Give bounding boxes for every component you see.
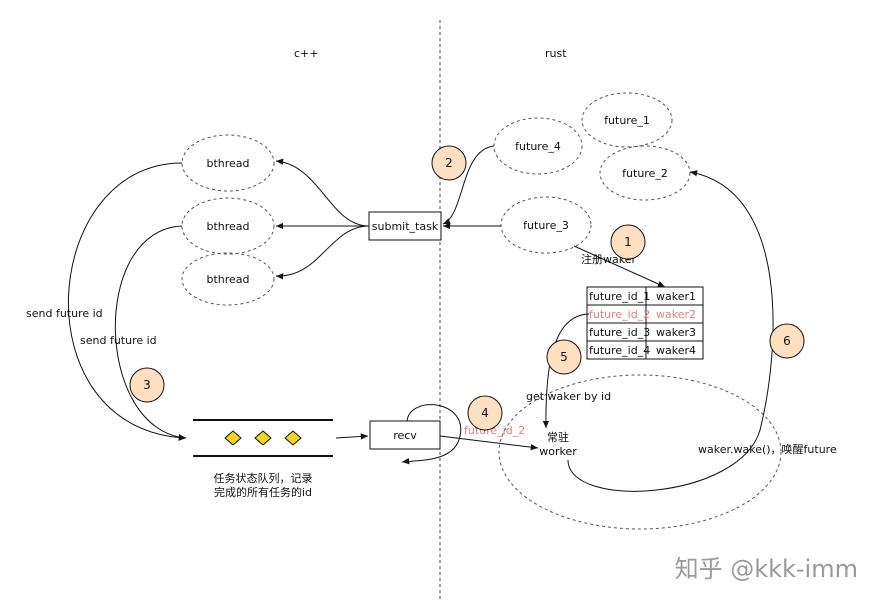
submit-task-box: submit_task [368, 211, 442, 241]
worker-label-line-1: 常驻 [547, 430, 569, 444]
bthread-label-2: bthread [206, 220, 249, 233]
bthread-node-3: bthread [181, 252, 275, 306]
table-cell-id-1: future_id_1 [589, 290, 650, 303]
table-cell-id-2: future_id_2 [589, 308, 650, 321]
recv-label: recv [393, 429, 417, 442]
bthread-label-1: bthread [206, 157, 249, 170]
future-4-node: future_4 [493, 117, 583, 175]
wake-label: waker.wake()，唤醒future [698, 442, 837, 456]
step-5-label: 5 [560, 350, 568, 364]
waker-table: future_id_1 waker1 future_id_2 waker2 fu… [586, 286, 704, 360]
future-3-label: future_3 [523, 219, 569, 232]
bthread-node-2: bthread [181, 197, 275, 255]
future-3-node: future_3 [500, 196, 592, 254]
recv-loop-arrow [401, 404, 462, 465]
table-cell-waker-1: waker1 [656, 290, 696, 303]
submit-task-label: submit_task [372, 220, 439, 233]
recv-box: recv [369, 420, 441, 450]
worker-label-line-2: worker [539, 445, 577, 458]
arrow-register-waker [573, 245, 666, 288]
arrow-send-future-id-outer [68, 162, 187, 441]
table-cell-waker-3: waker3 [656, 326, 696, 339]
queue-caption-line-2: 完成的所有任务的id [214, 485, 312, 499]
step-4-label: 4 [481, 406, 489, 420]
get-waker-label: get waker by id [526, 390, 611, 403]
arrow-recv-to-worker [439, 435, 539, 451]
future-2-label: future_2 [622, 167, 668, 180]
step-2-label: 2 [445, 156, 453, 170]
lane-title-cpp: c++ [294, 47, 318, 60]
table-cell-waker-2: waker2 [656, 308, 696, 321]
table-cell-id-4: future_id_4 [589, 344, 650, 357]
task-status-queue [193, 419, 333, 457]
lane-title-rust: rust [545, 47, 567, 60]
future-4-label: future_4 [515, 140, 561, 153]
future-1-node: future_1 [581, 92, 673, 148]
arrow-queue-to-recv [335, 433, 369, 440]
arrow-send-future-id-inner [114, 225, 187, 441]
step-5-badge: 5 [546, 339, 582, 375]
queue-item-3 [284, 430, 302, 446]
future-1-label: future_1 [604, 114, 650, 127]
table-cell-id-3: future_id_3 [589, 326, 650, 339]
step-6-badge: 6 [769, 323, 805, 359]
watermark: 知乎 @kkk-imm [675, 555, 858, 583]
step-4-badge: 4 [467, 395, 503, 431]
send-future-id-label-2: send future id [80, 334, 157, 347]
arrow-future4-to-submit [442, 145, 495, 225]
table-cell-waker-4: waker4 [656, 344, 696, 357]
worker-region [498, 374, 782, 530]
step-3-label: 3 [143, 378, 151, 392]
step-3-badge: 3 [129, 367, 165, 403]
queue-item-1 [224, 430, 242, 446]
arrow-submit-to-bthread-3 [275, 225, 370, 280]
queue-item-2 [254, 430, 272, 446]
step-6-label: 6 [783, 334, 791, 348]
step-1-badge: 1 [610, 224, 646, 260]
bthread-node-1: bthread [181, 134, 275, 192]
step-1-label: 1 [624, 235, 632, 249]
step-2-badge: 2 [431, 145, 467, 181]
future-2-node: future_2 [599, 145, 691, 201]
arrow-wake-future [567, 170, 774, 492]
bthread-label-3: bthread [206, 273, 249, 286]
arrow-submit-to-bthread-1 [275, 158, 370, 227]
queue-caption-line-1: 任务状态队列，记录 [214, 471, 313, 485]
send-future-id-label-1: send future id [26, 307, 103, 320]
